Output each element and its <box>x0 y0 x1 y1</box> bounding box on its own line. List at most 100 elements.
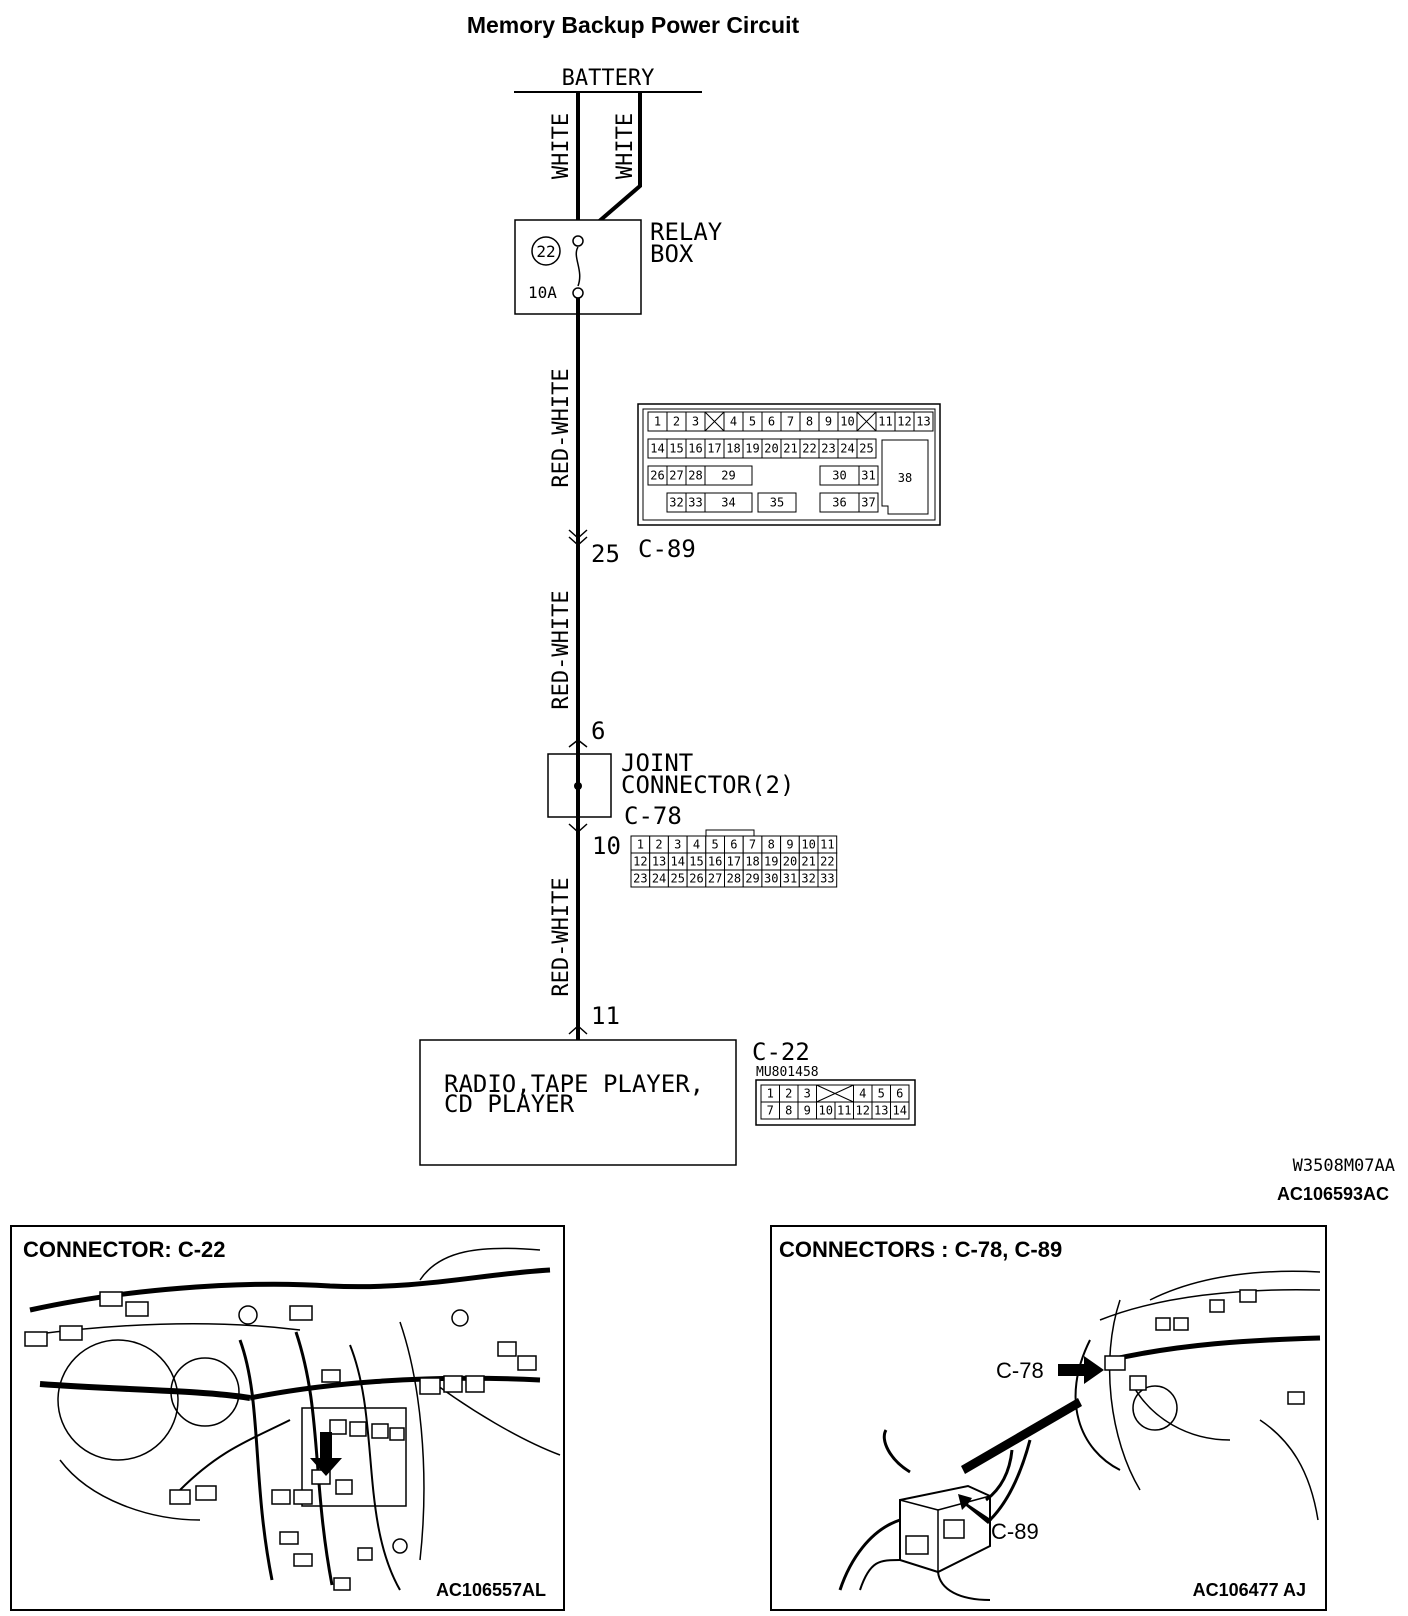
c78-pin-cell: 24 <box>649 869 669 888</box>
arrow-right-icon-c78 <box>1058 1356 1104 1384</box>
c89-name: C-89 <box>638 535 696 563</box>
svg-text:34: 34 <box>721 496 735 510</box>
c89-pin-cell: 20 <box>761 438 782 459</box>
radio-label-2: CD PLAYER <box>444 1090 575 1118</box>
dashboard-illustration <box>24 1247 561 1591</box>
svg-text:23: 23 <box>633 872 647 886</box>
c78-pin-cell: 7 <box>742 835 763 854</box>
svg-text:28: 28 <box>727 872 741 886</box>
c78-pin-cell: 12 <box>630 852 651 871</box>
c89-pin-cell: 18 <box>723 438 744 459</box>
svg-text:17: 17 <box>727 855 741 869</box>
svg-text:12: 12 <box>897 415 911 429</box>
svg-text:27: 27 <box>669 469 683 483</box>
svg-text:20: 20 <box>764 442 778 456</box>
fuse-rating: 10A <box>528 283 557 302</box>
c78-pin-cell: 11 <box>817 835 838 854</box>
svg-text:32: 32 <box>669 496 683 510</box>
c78-pin-cell: 26 <box>686 869 707 888</box>
c78-pin-cell: 20 <box>780 852 800 871</box>
c78-pin-cell: 15 <box>686 852 707 871</box>
c78-pin-cell: 8 <box>761 835 782 854</box>
svg-text:26: 26 <box>650 469 664 483</box>
c22-pin-cell: 6 <box>890 1084 910 1103</box>
c22-pin-cell: 12 <box>853 1101 873 1120</box>
c89-pin-cell: 3 <box>685 411 706 432</box>
wire-color-red-white-3: RED-WHITE <box>549 877 574 996</box>
callout-c89: C-89 <box>991 1519 1039 1544</box>
connector-mark-radio <box>568 1024 588 1035</box>
panel-right-code: AC106477 AJ <box>1193 1580 1306 1600</box>
svg-text:3: 3 <box>804 1087 811 1101</box>
svg-text:35: 35 <box>770 496 784 510</box>
c89-pin-cell: 34 <box>704 492 753 513</box>
c78-pin-cell: 1 <box>630 835 651 854</box>
c89-pin-cell: 32 <box>666 492 687 513</box>
svg-text:33: 33 <box>820 872 834 886</box>
c22-pin-cell: 11 <box>834 1101 854 1120</box>
relay-box-label-2: BOX <box>650 240 694 268</box>
svg-text:7: 7 <box>787 415 794 429</box>
svg-text:6: 6 <box>896 1087 903 1101</box>
svg-text:13: 13 <box>916 415 930 429</box>
c22-pin-cell: 5 <box>871 1084 891 1103</box>
svg-text:10: 10 <box>801 838 815 852</box>
svg-text:22: 22 <box>820 855 834 869</box>
c89-pin-cell: 13 <box>913 411 934 432</box>
svg-text:28: 28 <box>688 469 702 483</box>
joint-pin-in: 6 <box>591 717 605 745</box>
c89-pin-cell: 14 <box>647 438 668 459</box>
c78-pin-cell: 17 <box>724 852 744 871</box>
wire-color-red-white-2: RED-WHITE <box>549 590 574 709</box>
c89-pin-cell: 26 <box>647 465 668 486</box>
c89-pin-cell: 21 <box>780 438 801 459</box>
svg-text:36: 36 <box>832 496 846 510</box>
svg-text:8: 8 <box>806 415 813 429</box>
c78-pin-cell: 9 <box>780 835 800 854</box>
svg-text:1: 1 <box>767 1087 774 1101</box>
c78-pin-cell: 3 <box>667 835 688 854</box>
c78-pin-cell: 14 <box>667 852 688 871</box>
svg-text:9: 9 <box>825 415 832 429</box>
svg-text:7: 7 <box>749 838 756 852</box>
fuse-icon <box>575 246 581 287</box>
svg-text:12: 12 <box>633 855 647 869</box>
arrow-down-icon <box>310 1432 342 1476</box>
c78-pin-cell: 30 <box>761 869 782 888</box>
svg-text:10: 10 <box>819 1104 833 1118</box>
diagram-title: Memory Backup Power Circuit <box>467 12 800 38</box>
svg-text:3: 3 <box>674 838 681 852</box>
c89-pin: 25 <box>591 540 620 568</box>
svg-text:22: 22 <box>802 442 816 456</box>
svg-text:8: 8 <box>768 838 775 852</box>
c78-pin-cell: 6 <box>724 835 744 854</box>
c22-pin-cell: 1 <box>760 1084 780 1103</box>
c89-pin-cell: 35 <box>757 492 797 513</box>
zoom-leader <box>961 1398 1082 1474</box>
c89-pin-cell: 16 <box>685 438 706 459</box>
diagram-code: W3508M07AA <box>1293 1156 1395 1176</box>
panel-left-title: CONNECTOR: C-22 <box>23 1237 226 1262</box>
c78-pin-cell: 22 <box>817 852 838 871</box>
c89-pin-cell: 24 <box>837 438 858 459</box>
c22-pin-cell: 3 <box>797 1084 817 1103</box>
arrow-up-left-icon-c89 <box>958 1494 992 1524</box>
svg-text:18: 18 <box>726 442 740 456</box>
svg-text:5: 5 <box>749 415 756 429</box>
c78-pin-cell: 28 <box>724 869 744 888</box>
c89-pin-cell: 19 <box>742 438 763 459</box>
svg-text:13: 13 <box>652 855 666 869</box>
svg-text:30: 30 <box>832 469 846 483</box>
svg-text:17: 17 <box>707 442 721 456</box>
c89-pin-cell: 27 <box>666 465 687 486</box>
svg-text:21: 21 <box>783 442 797 456</box>
svg-text:3: 3 <box>692 415 699 429</box>
c78-pin-cell: 10 <box>798 835 819 854</box>
joint-pin-out: 10 <box>592 832 621 860</box>
c22-part-number: MU801458 <box>756 1065 819 1080</box>
svg-text:5: 5 <box>712 838 719 852</box>
c22-pin-cell: 8 <box>779 1101 799 1120</box>
svg-text:29: 29 <box>745 872 759 886</box>
